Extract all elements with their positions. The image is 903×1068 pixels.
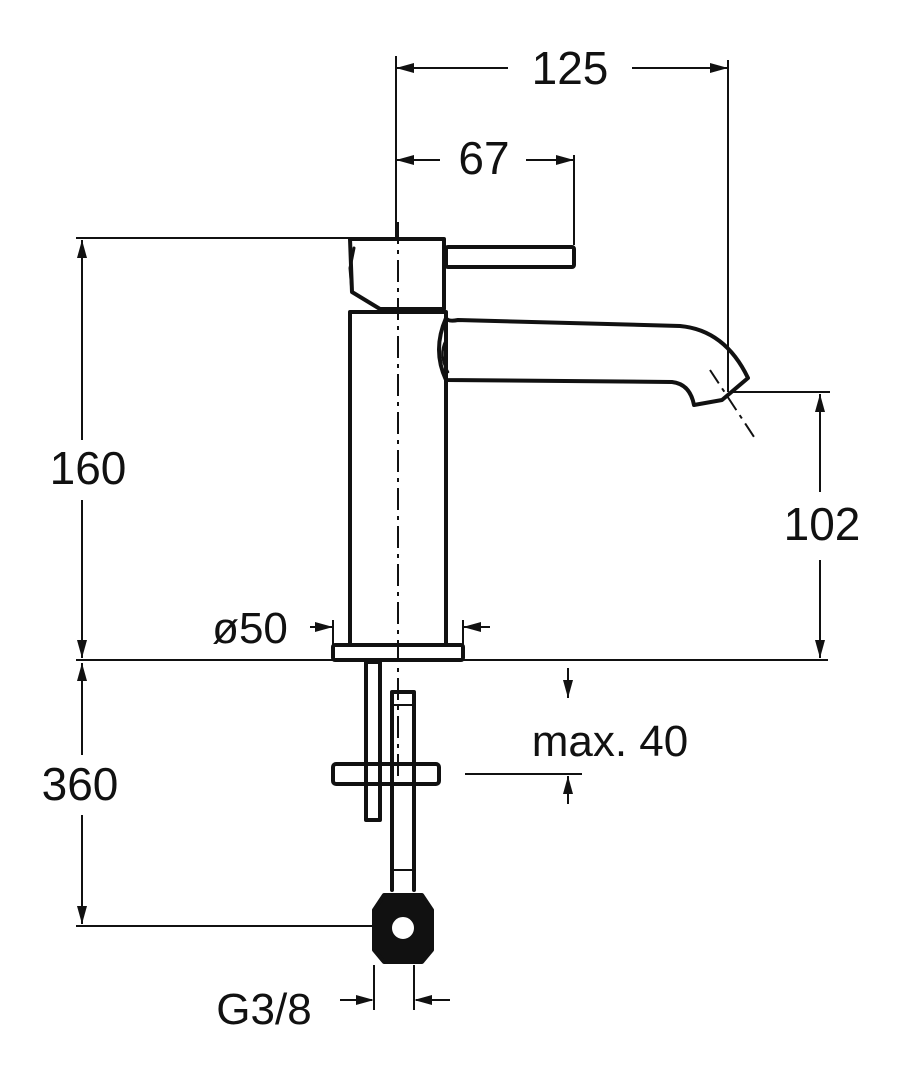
dimension-label-thread: G3/8	[216, 985, 311, 1034]
dimension-label-360: 360	[42, 758, 119, 810]
fitting-hole	[392, 917, 414, 939]
cap-notch	[348, 246, 356, 294]
dimension-label-160: 160	[50, 442, 127, 494]
spout-highlight	[441, 338, 450, 374]
spout-axis-line	[709, 369, 757, 441]
spout	[437, 316, 750, 407]
dimension-label-67: 67	[458, 132, 509, 184]
dimension-label-max-40: max. 40	[532, 717, 689, 766]
dimension-label-diameter: ø50	[212, 604, 288, 653]
handle-lever	[444, 245, 576, 269]
fixing-plate	[331, 762, 441, 786]
dimension-label-125: 125	[532, 42, 609, 94]
dimension-label-102: 102	[784, 498, 861, 550]
arrow-heads	[77, 63, 825, 1005]
threaded-stud	[364, 660, 382, 822]
supply-hose	[390, 690, 416, 892]
faucet-outline	[331, 237, 750, 964]
dimension-lines	[76, 56, 830, 1010]
